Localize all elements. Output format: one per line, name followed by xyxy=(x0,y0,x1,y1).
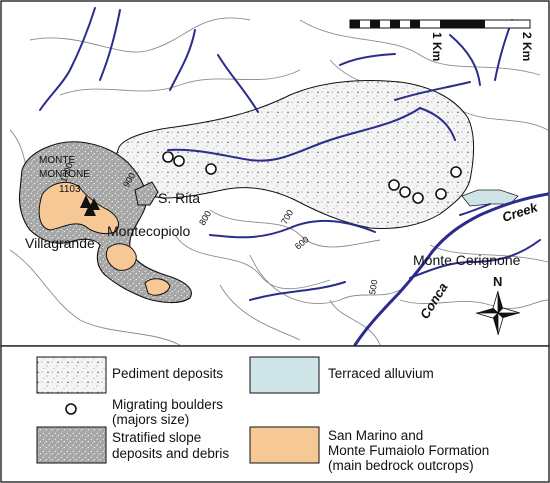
label-monte-cerignone: Monte Cerignone xyxy=(413,252,521,268)
scalebar-2km-label: 2 Km xyxy=(520,32,534,61)
north-arrow: N xyxy=(475,274,521,336)
legend-terraced-swatch xyxy=(249,356,320,394)
scalebar-1km-label: 1 Km xyxy=(430,32,444,61)
rivers xyxy=(39,7,541,301)
contour-label-500: 500 xyxy=(367,279,379,296)
legend-pediment-swatch xyxy=(36,356,107,394)
terraced-alluvium-area xyxy=(461,189,519,207)
label-villagrande: Villagrande xyxy=(25,235,95,251)
label-montecopiolo: Montecopiolo xyxy=(107,223,190,239)
legend-stratified-swatch xyxy=(36,426,107,464)
legend-bedrock-label-3: (main bedrock outcrops) xyxy=(328,458,474,473)
conca-creek xyxy=(353,192,550,347)
label-s-rita: S. Rita xyxy=(158,190,200,206)
legend-boulders-label-1: Migrating boulders xyxy=(112,397,223,412)
legend-bedrock-label-2: Monte Fumaiolo Formation xyxy=(328,443,489,458)
label-peak-elevation: 1103 xyxy=(59,184,81,195)
legend-stratified-label-1: Stratified slope xyxy=(112,430,201,445)
bedrock-outcrops xyxy=(38,181,171,296)
legend-terraced-label: Terraced alluvium xyxy=(328,366,434,381)
stratified-lobe xyxy=(134,181,159,206)
label-monte: MONTE xyxy=(39,155,75,166)
legend-boulder-symbol xyxy=(65,403,77,415)
legend: Pediment deposits Terraced alluvium Migr… xyxy=(0,345,550,483)
legend-bedrock-swatch xyxy=(249,426,320,464)
legend-pediment-label: Pediment deposits xyxy=(112,366,223,381)
peak-symbol xyxy=(80,195,100,216)
label-montone: MONTONE xyxy=(39,169,90,180)
north-label: N xyxy=(493,274,502,289)
legend-boulders-label-2: (majors size) xyxy=(112,412,189,427)
legend-bedrock-label-1: San Marino and xyxy=(328,428,423,443)
scale-bar: 1 Km 2 Km xyxy=(349,19,534,61)
legend-stratified-label-2: deposits and debris xyxy=(112,446,229,461)
migrating-boulders xyxy=(162,151,462,204)
